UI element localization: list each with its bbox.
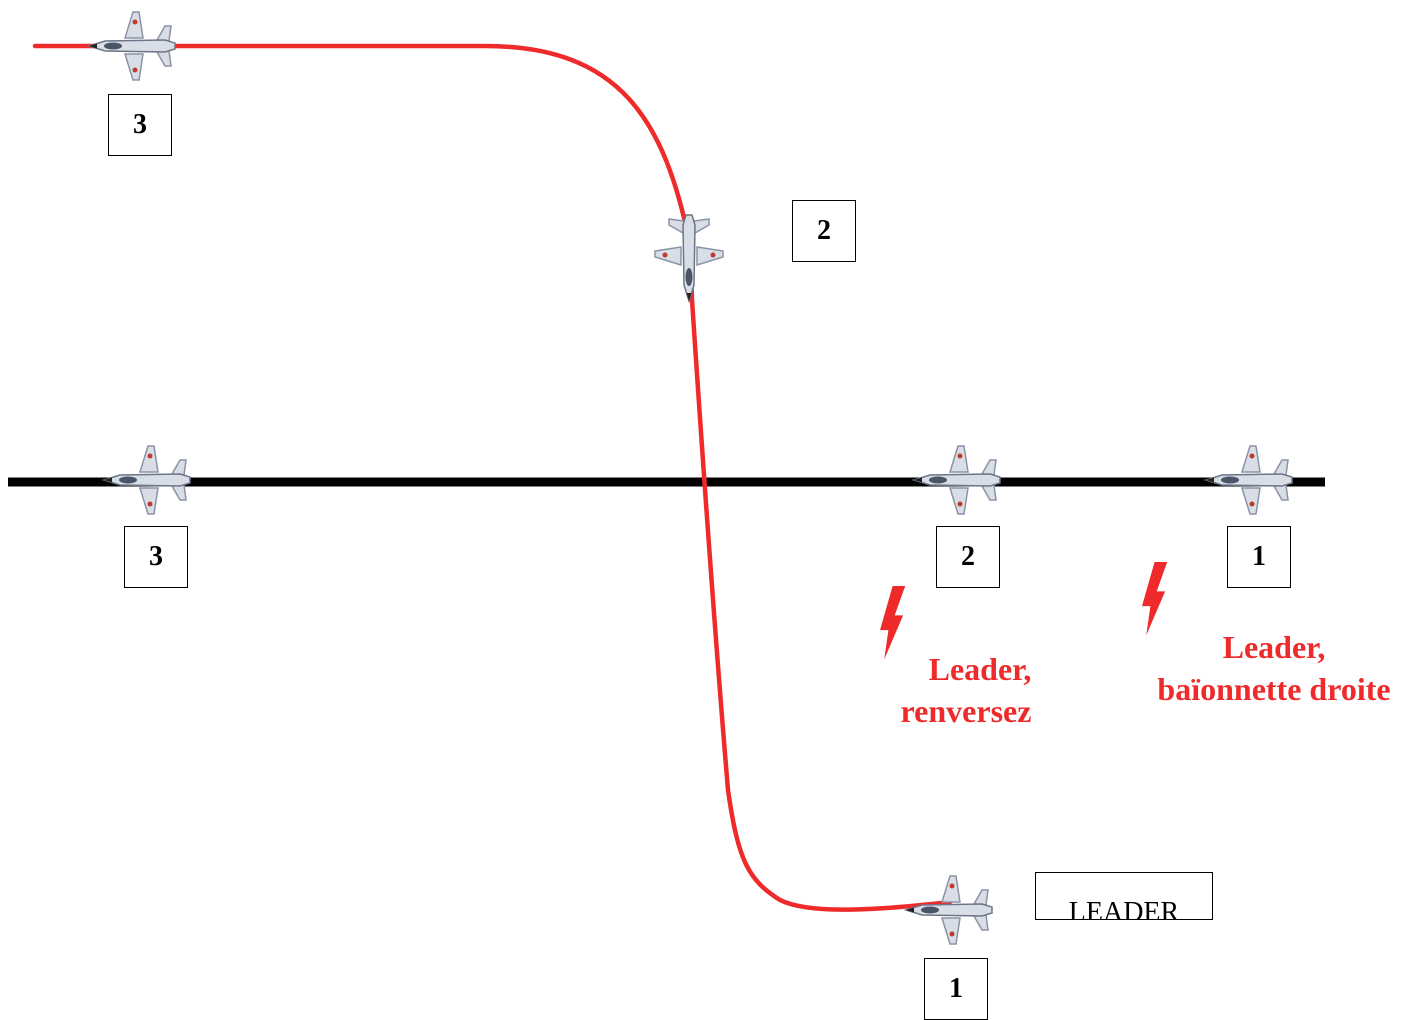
aircraft-3-top-icon: [88, 11, 176, 81]
label-text: 1: [1252, 541, 1266, 572]
leader-tag: LEADER: [1035, 872, 1213, 920]
radio-call-baionnette: Leader, baïonnette droite: [1134, 626, 1414, 710]
label-box-1-line: 1: [1227, 526, 1291, 588]
aircraft-2-line-icon: [913, 445, 1001, 515]
aircraft-2-turning-icon: [654, 214, 724, 302]
maneuver-path: [32, 43, 953, 912]
radio-call-line: baïonnette droite: [1157, 671, 1391, 707]
aircraft-1-leader-icon: [905, 875, 993, 945]
radio-call-renversez: Leader, renversez: [886, 648, 1046, 732]
radio-call-line: Leader,: [1222, 629, 1326, 665]
label-text: 2: [817, 215, 831, 246]
aircraft-1-line-icon: [1205, 445, 1293, 515]
label-text: 2: [961, 541, 975, 572]
label-text: 3: [149, 541, 163, 572]
label-box-2-line: 2: [936, 526, 1000, 588]
radio-call-line: renversez: [900, 693, 1032, 729]
label-box-1-bottom: 1: [924, 958, 988, 1020]
radio-lightning-icon: [1142, 562, 1168, 636]
label-text: 1: [949, 973, 963, 1004]
radio-call-line: Leader,: [928, 651, 1032, 687]
aircraft-3-line-icon: [103, 445, 191, 515]
leader-tag-text: LEADER: [1068, 897, 1180, 920]
label-box-2-top: 2: [792, 200, 856, 262]
label-text: 3: [133, 109, 147, 140]
label-box-3-top: 3: [108, 94, 172, 156]
label-box-3-line: 3: [124, 526, 188, 588]
